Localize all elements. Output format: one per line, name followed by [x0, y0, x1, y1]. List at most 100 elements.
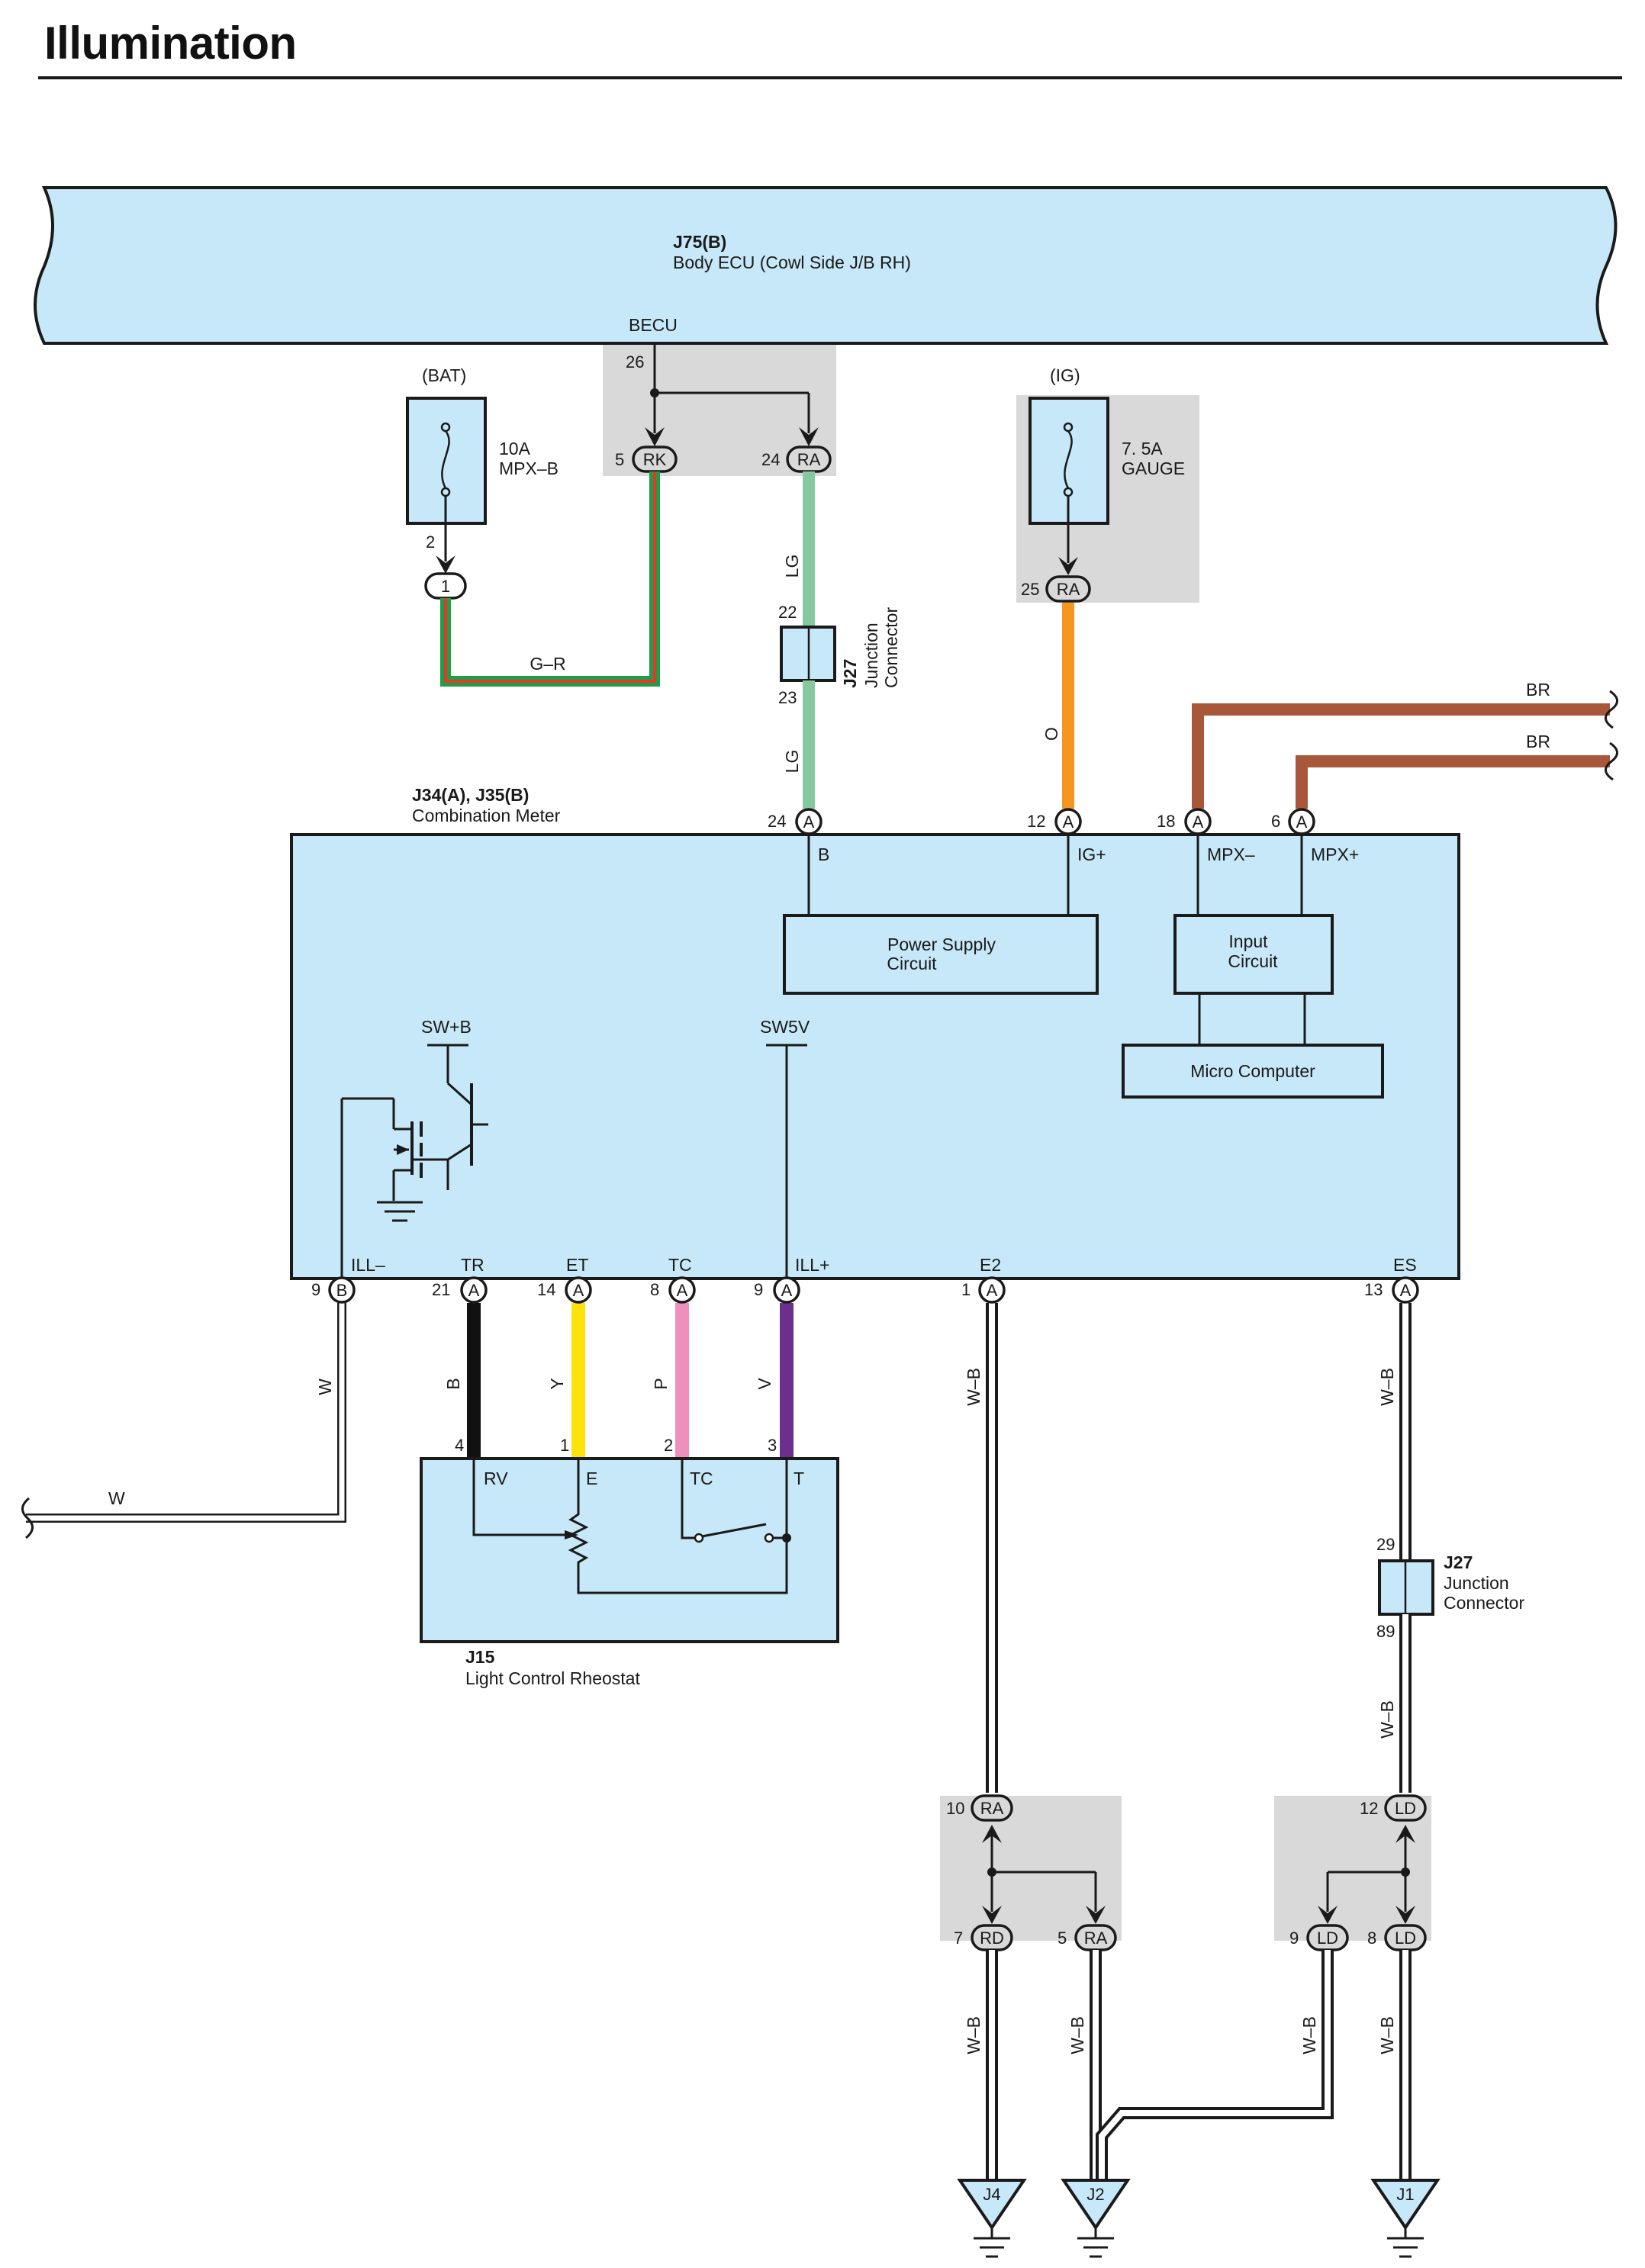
input-circuit-label-1: Input: [1228, 931, 1268, 951]
body-ecu-name: Body ECU (Cowl Side J/B RH): [673, 253, 911, 272]
rheostat-pin-num: 1: [560, 1436, 569, 1455]
meter-bottom-pin-num: 9: [311, 1280, 320, 1299]
becu-splice: BECU 26 5 RK 24 RA: [603, 315, 836, 476]
wire-w-horiz-label: W: [108, 1488, 125, 1508]
wire-lg-bottom-label: LG: [782, 750, 802, 774]
wire-wb-es: W–B: [1377, 1303, 1412, 1572]
wire-o-label: O: [1041, 727, 1061, 741]
ground-j2-label: J2: [1086, 2185, 1104, 2204]
meter-name: Combination Meter: [412, 806, 561, 825]
j27-bottom-name-2: Connector: [1444, 1593, 1524, 1613]
splice-ld-out2-num: 8: [1367, 1929, 1376, 1948]
meter-bottom-pin: 8 A: [650, 1276, 696, 1304]
meter-bottom-pin: 21 A: [432, 1276, 488, 1304]
meter-bottom-pin-conn: A: [573, 1281, 584, 1300]
meter-bottom-pin-conn: A: [987, 1281, 998, 1300]
j27-top-id: J27: [840, 659, 860, 688]
j27-junction-top: 22 23 J27 Junction Connector: [778, 603, 901, 707]
meter-bottom-pin-num: 14: [537, 1280, 555, 1299]
ground-j4: J4: [957, 2179, 1027, 2258]
body-ecu-id: J75(B): [673, 232, 726, 252]
splice-ra-area: [940, 1796, 1122, 1941]
wire-wb-j27: W–B: [1377, 1614, 1412, 1793]
meter-top-pin-conn: A: [803, 812, 815, 832]
meter-top-pin-conn: A: [1193, 812, 1204, 832]
becu-pin-24: 24: [761, 450, 780, 469]
light-control-rheostat: 4 1 2 3 RV E TC T J15 Light Control Rheo…: [420, 1436, 839, 1688]
ground-j4-label: J4: [983, 2185, 1000, 2204]
splice-ra-out1-num: 7: [954, 1929, 963, 1948]
wire-wb-ld9-label: W–B: [1299, 2016, 1319, 2054]
splice-ra-out2-conn: RA: [1084, 1929, 1108, 1948]
wire-wb-ra: W–B: [1067, 1950, 1102, 2183]
rheostat-pin-num: 2: [664, 1436, 673, 1455]
fuse-mpx-b: (BAT) 10A MPX–B 2 1: [406, 365, 559, 600]
ground-j2: J2: [1061, 2179, 1131, 2258]
splice-ra-in-num: 10: [946, 1799, 964, 1818]
rheostat-pin-num: 4: [455, 1436, 464, 1455]
wire-wb-rd: W–B: [964, 1950, 998, 2183]
meter-top-pin: 6 A MPX+: [1271, 808, 1359, 864]
meter-bottom-pin-label: E2: [980, 1255, 1001, 1275]
meter-bottom-pin-num: 9: [754, 1280, 763, 1299]
power-supply-circuit: [783, 914, 1099, 995]
rheostat-pin-label: T: [794, 1469, 804, 1488]
wire-g-r-label: G–R: [530, 654, 565, 674]
j27-top-name-1: Junction: [861, 622, 881, 688]
becu-conn-rk: RK: [643, 450, 667, 469]
wire-wb-es-label: W–B: [1377, 1368, 1397, 1406]
fuse-bat-name: MPX–B: [499, 458, 559, 478]
splice-ra-in-conn: RA: [980, 1799, 1004, 1818]
j27-top-name-2: Connector: [881, 607, 901, 688]
meter-bottom-pin-label: ES: [1393, 1255, 1417, 1275]
meter-top-pin: 12 A IG+: [1027, 808, 1106, 864]
body-ecu-box: [34, 186, 1618, 345]
meter-bottom-pin: 1 A: [961, 1276, 1006, 1304]
meter-bottom-pin-conn: A: [677, 1281, 688, 1300]
becu-pin-26: 26: [626, 352, 644, 372]
wire-g-r: G–R: [440, 471, 660, 687]
meter-bottom-pin: 13 A: [1364, 1276, 1419, 1304]
wire-wb-e2: W–B: [964, 1303, 998, 1793]
combination-meter: J34(A), J35(B) Combination Meter 24 A B …: [290, 785, 1460, 1280]
ground-j1: J1: [1370, 2179, 1441, 2258]
splice-ra-out1-conn: RD: [980, 1929, 1004, 1948]
j27-top-pin-out: 23: [778, 688, 797, 707]
wire-wb-ra-label: W–B: [1067, 2016, 1087, 2054]
meter-bottom-pin-label: ET: [566, 1255, 588, 1275]
rheostat-id: J15: [465, 1647, 495, 1667]
rheostat-pin-label: E: [586, 1469, 597, 1488]
meter-top-pin: 24 A B: [768, 808, 829, 864]
wire-wb-ld8-label: W–B: [1377, 2016, 1397, 2054]
splice-ld-in-conn: LD: [1395, 1799, 1416, 1818]
wire-wb-ld8: W–B: [1377, 1950, 1412, 2183]
meter-bottom-pins: 9 B 21 A 14 A 8 A 9 A 1 A: [311, 1276, 1419, 1304]
meter-bottom-pin: 9 B: [311, 1276, 356, 1304]
fuse-ig-conn: RA: [1057, 580, 1080, 599]
meter-bottom-pin-conn: A: [781, 1281, 793, 1300]
micro-computer-label: Micro Computer: [1190, 1061, 1315, 1081]
wire-p-label: P: [651, 1378, 671, 1389]
wire-w: W W: [21, 1303, 346, 1539]
meter-bottom-pin: 9 A: [754, 1276, 800, 1304]
j27-bottom-pin-out: 89: [1376, 1622, 1395, 1641]
meter-top-pin-conn: A: [1063, 812, 1074, 832]
splice-ra: 10 RA 7 RD 5 RA: [940, 1794, 1122, 1951]
splice-ld-in-num: 12: [1360, 1799, 1378, 1818]
meter-top-pin-label: MPX–: [1207, 844, 1255, 864]
becu-pin-5: 5: [615, 450, 624, 469]
wire-lg-top-label: LG: [782, 555, 802, 578]
meter-top-pin: 18 A MPX–: [1157, 808, 1255, 864]
wire-wb-rd-label: W–B: [964, 2016, 983, 2054]
becu-conn-ra: RA: [797, 450, 821, 469]
meter-top-pin-conn: A: [1296, 812, 1308, 832]
meter-bottom-pin-conn: A: [468, 1281, 480, 1300]
meter-bottom-pin-num: 1: [961, 1280, 971, 1299]
rheostat-pin-label: RV: [484, 1469, 508, 1488]
becu-label: BECU: [629, 315, 678, 335]
meter-bottom-pin: 14 A: [537, 1276, 592, 1304]
wire-wb-ld9: W–B: [1096, 1950, 1334, 2183]
meter-bottom-pin-num: 13: [1364, 1280, 1383, 1299]
fuse-bat-conn: 1: [441, 577, 450, 596]
